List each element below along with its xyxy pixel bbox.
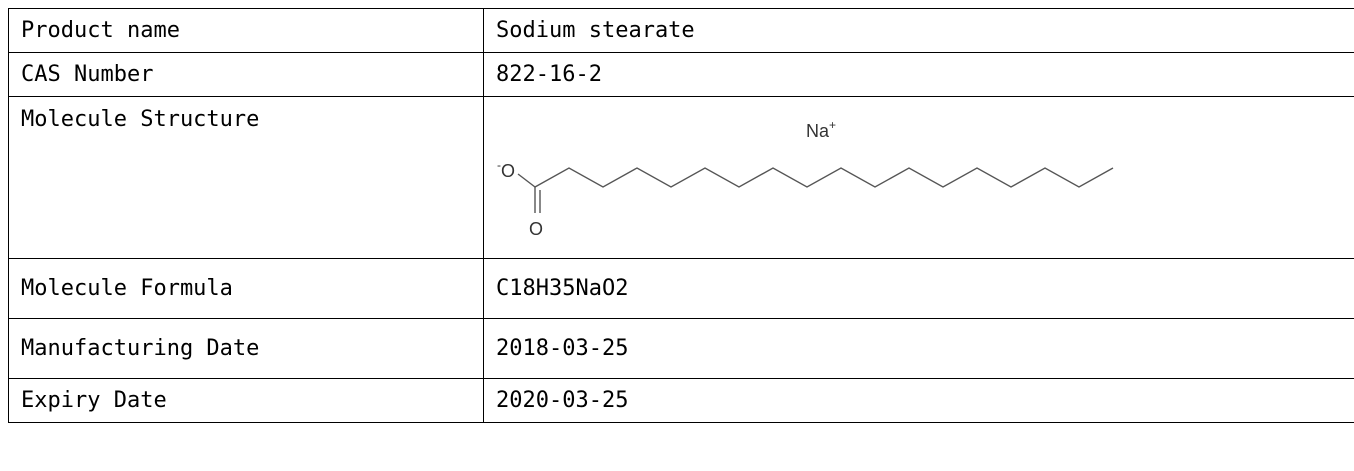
molecule-structure-label: Molecule Structure xyxy=(8,96,484,259)
carbon-chain-zigzag xyxy=(534,167,1114,188)
manufacturing-date-value: 2018-03-25 xyxy=(483,318,1354,379)
expiry-date-value: 2020-03-25 xyxy=(483,378,1354,423)
cas-number-value: 822-16-2 xyxy=(483,52,1354,97)
table-row: Molecule Structure Na+ -O xyxy=(8,96,1354,259)
anion-oxygen-label: -O xyxy=(497,158,515,181)
table-row: Product name Sodium stearate xyxy=(8,8,1354,53)
molecule-formula-label: Molecule Formula xyxy=(8,258,484,319)
expiry-date-label: Expiry Date xyxy=(8,378,484,423)
cas-number-label: CAS Number xyxy=(8,52,484,97)
manufacturing-date-label: Manufacturing Date xyxy=(8,318,484,379)
product-spec-table: Product name Sodium stearate CAS Number … xyxy=(8,8,1354,423)
cut-off-header-text xyxy=(1046,0,1346,2)
table-row: Manufacturing Date 2018-03-25 xyxy=(8,318,1354,379)
table-row: Expiry Date 2020-03-25 xyxy=(8,378,1354,423)
carbonyl-oxygen-label: O xyxy=(529,219,543,239)
table-row: CAS Number 822-16-2 xyxy=(8,52,1354,97)
product-name-value: Sodium stearate xyxy=(483,8,1354,53)
molecule-structure-drawing: Na+ -O O xyxy=(497,118,1114,239)
product-name-label: Product name xyxy=(8,8,484,53)
o-c-bond xyxy=(517,173,536,188)
molecule-structure-cell: Na+ -O O xyxy=(483,96,1354,259)
sodium-cation-label: Na+ xyxy=(806,118,836,141)
molecule-formula-value: C18H35NaO2 xyxy=(483,258,1354,319)
table-row: Molecule Formula C18H35NaO2 xyxy=(8,258,1354,319)
